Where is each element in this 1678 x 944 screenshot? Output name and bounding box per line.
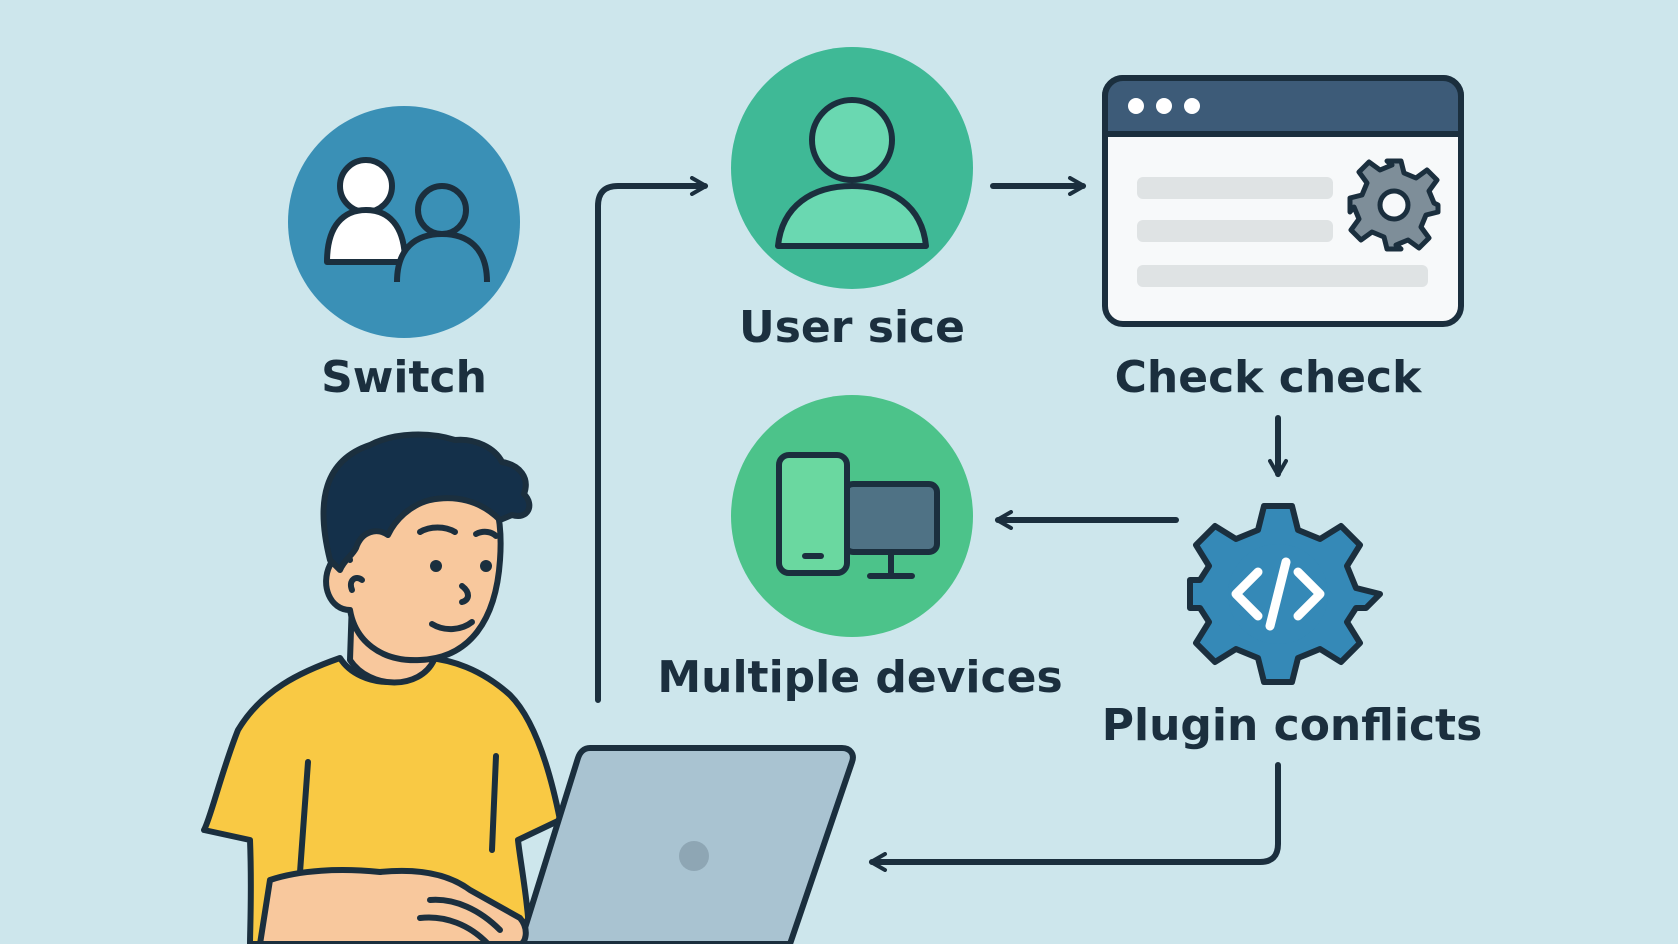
browser-settings-window-icon bbox=[1102, 75, 1464, 327]
switch-node bbox=[288, 106, 520, 338]
two-users-icon bbox=[324, 157, 490, 283]
gear-icon bbox=[1347, 158, 1441, 252]
arrow-laptop-to-user-sice bbox=[595, 176, 708, 703]
arrow-plugin-conflicts-to-laptop bbox=[869, 762, 1281, 872]
check-check-node bbox=[1102, 75, 1464, 327]
flow-arrows bbox=[595, 176, 1288, 872]
plugin-conflicts-node bbox=[1187, 503, 1383, 685]
multiple-devices-node bbox=[731, 395, 973, 637]
user-sice-node bbox=[731, 47, 973, 289]
devices-icon bbox=[776, 452, 940, 579]
hair bbox=[320, 431, 533, 573]
check-check-label: Check check bbox=[1114, 352, 1422, 403]
plugin-conflicts-label: Plugin conflicts bbox=[1101, 700, 1483, 751]
person-at-laptop-illustration bbox=[201, 431, 856, 944]
switch-label: Switch bbox=[321, 352, 487, 403]
user-sice-label: User sice bbox=[739, 302, 965, 353]
user-icon bbox=[775, 97, 929, 249]
multiple-devices-label: Multiple devices bbox=[657, 652, 1063, 703]
code-gear-icon bbox=[1187, 503, 1383, 685]
